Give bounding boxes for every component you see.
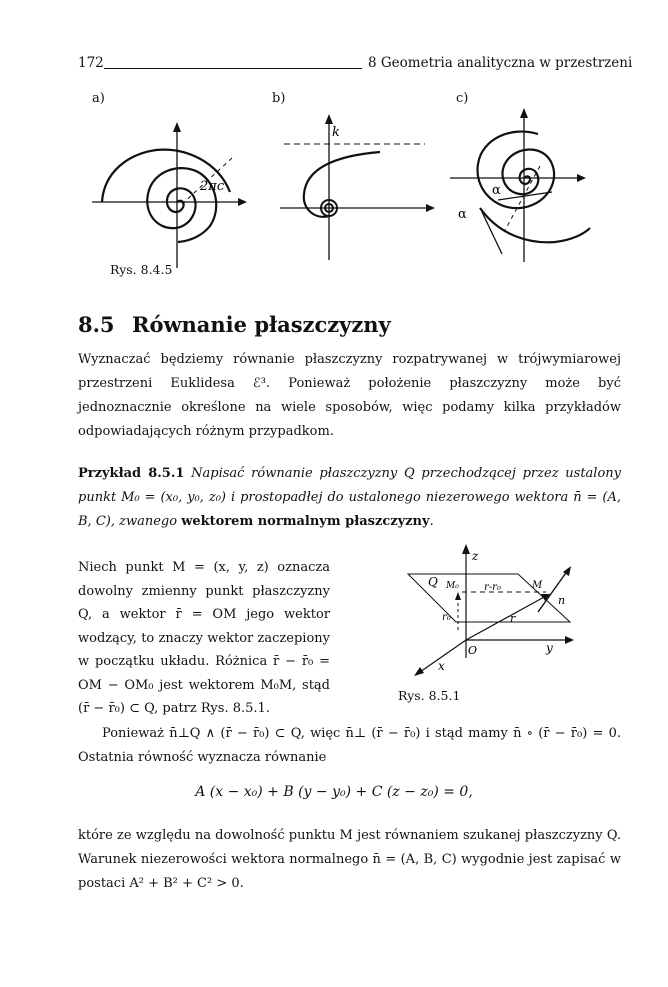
after-paragraph: Ponieważ n̄⊥Q ∧ (r̄ − r̄₀) ⊂ Q, więc n̄⊥…: [78, 726, 621, 765]
example-bold-term: wektorem normalnym płaszczyzny: [181, 514, 430, 529]
label-k: k: [332, 125, 340, 140]
vector-n-arrow: [563, 566, 571, 576]
label-n: n: [558, 594, 565, 607]
figure-label-c: c): [456, 91, 469, 106]
spiral-figure-a: 2πc: [92, 122, 247, 268]
label-r0: r₀: [442, 612, 451, 623]
label-y: y: [545, 641, 553, 655]
vector-r-arrow: [541, 594, 550, 601]
vector-r: [465, 595, 547, 641]
intro-paragraph: Wyznaczać będziemy równanie płaszczyzny …: [78, 352, 621, 439]
label-alpha-2: α: [458, 207, 467, 222]
label-r-minus-r0: r-r₀: [484, 582, 501, 593]
y-axis-arrow-b: [325, 114, 333, 124]
spiral-curve-c: [476, 130, 556, 210]
example-statement: Napisać równanie płaszczyzny Q przechodz…: [78, 466, 621, 529]
spiral-core-b: [324, 203, 334, 213]
label-O: O: [468, 644, 477, 657]
example-end: .: [429, 514, 434, 529]
x-axis-arrow-a: [238, 198, 247, 206]
page-number: 172: [78, 55, 104, 71]
y-axis-arrow-c: [520, 108, 528, 118]
label-z: z: [471, 549, 479, 563]
section-title: Równanie płaszczyzny: [132, 312, 391, 337]
figure-label-b: b): [272, 91, 286, 106]
section-heading: 8.5 Równanie płaszczyzny: [78, 312, 391, 337]
ray-c: [503, 165, 541, 233]
plane-Q: [406, 573, 572, 623]
plane-equation: A (x − x₀) + B (y − y₀) + C (z − z₀) = 0…: [195, 784, 473, 800]
vector-n: [537, 569, 569, 613]
example-block: Przykład 8.5.1 Napisać równanie płaszczy…: [78, 462, 621, 534]
figure-label-a: a): [92, 91, 105, 106]
closing-paragraph: które ze względu na dowolność punktu M j…: [78, 828, 621, 891]
figure-caption-845: Rys. 8.4.5: [110, 262, 173, 277]
spiral-figure-b: k: [280, 114, 435, 260]
example-label: Przykład 8.5.1: [78, 466, 185, 481]
running-header-title: 8 Geometria analityczna w przestrzeni: [368, 55, 633, 71]
z-axis-arrow: [462, 544, 470, 554]
spiral-figure-c: α α: [450, 108, 591, 262]
x-axis-arrow-plane: [414, 667, 424, 676]
label-x: x: [438, 659, 445, 673]
label-r: r: [510, 612, 516, 625]
column-paragraph: Niech punkt M = (x, y, z) oznacza dowoln…: [78, 560, 330, 716]
vector-r0-arrow: [455, 592, 461, 600]
spiral-tail-c: [479, 207, 591, 244]
y-axis-arrow-a: [173, 122, 181, 132]
label-M0: M₀: [445, 581, 459, 591]
x-axis-arrow-b: [426, 204, 435, 212]
figure-caption-851: Rys. 8.5.1: [398, 688, 461, 703]
tangent-2-c: [481, 211, 503, 255]
label-Q: Q: [428, 575, 438, 589]
plane-figure: z Q M₀ r-r₀ M n r₀ r O y x: [406, 544, 574, 676]
tangent-1-c: [497, 191, 553, 201]
label-M: M: [531, 580, 543, 591]
y-axis-arrow-plane: [565, 636, 574, 644]
x-axis-plane: [419, 639, 467, 673]
spiral-curve-a: [146, 167, 218, 244]
label-2pic: 2πc: [199, 179, 225, 194]
section-number: 8.5: [78, 312, 115, 337]
label-alpha-1: α: [492, 183, 501, 198]
header-rule: [104, 68, 362, 69]
spiral-curve-b: [302, 150, 381, 218]
spiral-outer-arc-a: [100, 148, 232, 203]
x-axis-arrow-c: [577, 174, 586, 182]
dashed-ray-a: [181, 157, 233, 205]
